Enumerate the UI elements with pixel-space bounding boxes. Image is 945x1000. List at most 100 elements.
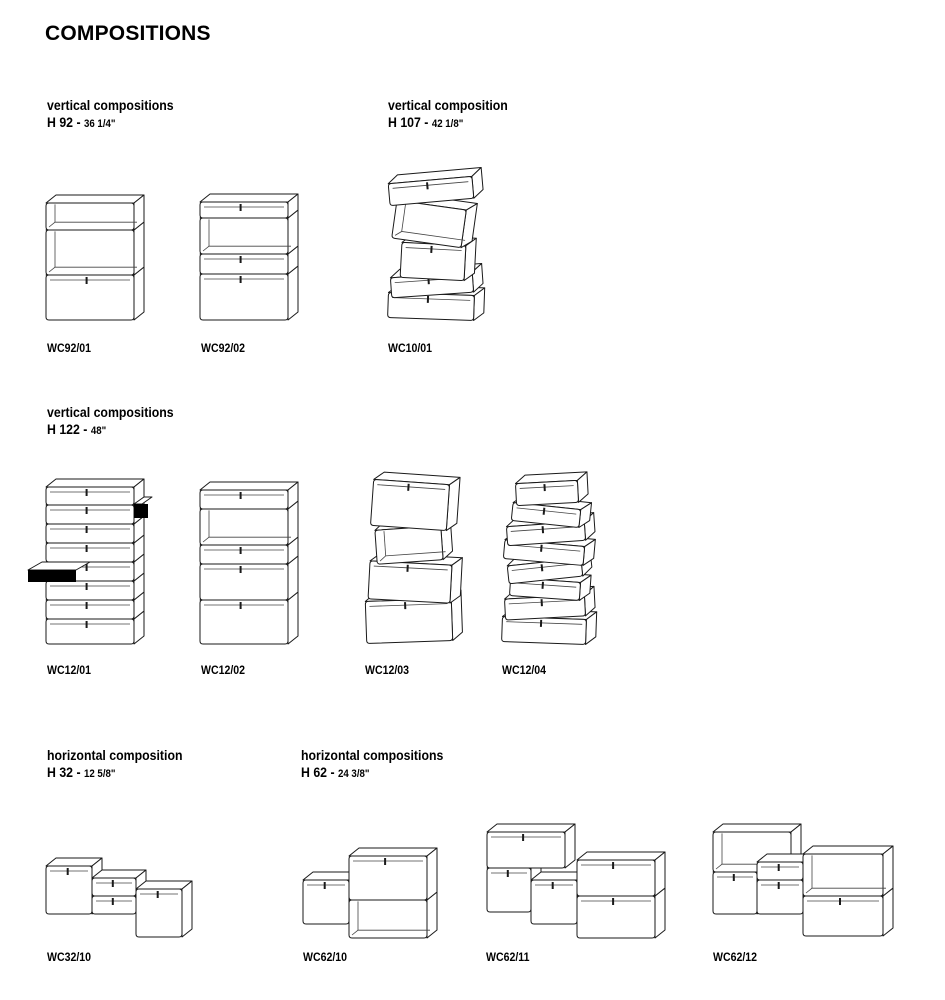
module-front (515, 480, 579, 506)
drawer-handle (239, 276, 242, 283)
drawer-handle (541, 526, 545, 534)
module-front (370, 479, 450, 531)
drawer-edge (506, 621, 583, 625)
drawer-handle (85, 277, 88, 284)
group-label: vertical composition (388, 97, 508, 113)
module-side (287, 265, 299, 321)
module-front (756, 861, 804, 881)
open-module (45, 194, 145, 231)
drawer-handle (85, 602, 88, 609)
module-front (486, 867, 532, 913)
shelf-interior (401, 202, 407, 232)
module-front (576, 859, 656, 897)
module-front (45, 202, 135, 231)
open-drawer-right (133, 496, 153, 518)
drawer-handle (111, 880, 114, 887)
drawer-handle (406, 564, 409, 572)
module-side (654, 887, 666, 939)
drawer-edge (405, 247, 462, 251)
drawer-handle (407, 483, 410, 491)
height-cm: H 62 - (301, 764, 338, 780)
module-front (199, 563, 289, 601)
drawer-handle (542, 507, 546, 515)
height-inch: 12 5/8" (83, 768, 116, 780)
module-top (802, 845, 894, 855)
module-front (199, 253, 289, 275)
composition-code: WC92/02 (201, 341, 246, 355)
drawer-handle (612, 898, 615, 905)
module-front (387, 176, 475, 206)
drawer-handle (66, 868, 69, 875)
module-front (45, 523, 135, 544)
module-front (199, 201, 289, 219)
composition-wc92-02 (199, 193, 299, 321)
module-front (45, 599, 135, 620)
drawer-handle (430, 245, 433, 253)
drawer-handle (111, 898, 114, 905)
composition-code: WC12/04 (502, 663, 547, 677)
module-front (530, 879, 578, 925)
group-height: H 122 - 48" (47, 421, 174, 440)
module-front (45, 486, 135, 506)
drawer-handle (323, 882, 326, 889)
module-front (45, 542, 135, 563)
group-height: H 32 - 12 5/8" (47, 764, 183, 783)
module-front (348, 899, 428, 939)
module-front (199, 599, 289, 645)
height-cm: H 107 - (388, 114, 432, 130)
drawer-handle (85, 564, 88, 571)
drawer-handle (540, 599, 543, 607)
module-front (486, 831, 566, 869)
module-front (45, 865, 93, 915)
height-cm: H 92 - (47, 114, 84, 130)
composition-wc92-01 (45, 194, 145, 321)
drawer-handle (156, 891, 159, 898)
composition-code: WC62/11 (486, 950, 530, 964)
drawer-module (576, 851, 666, 897)
composition-wc62-11 (486, 823, 666, 939)
drawer-module (199, 193, 299, 219)
drawer-handle (404, 602, 407, 610)
composition-wc12-02 (199, 481, 299, 645)
module-top (199, 193, 299, 203)
drawer-module (514, 471, 589, 506)
drawer-handle (506, 870, 509, 877)
drawer-handle (540, 544, 543, 552)
module-front (45, 580, 135, 601)
module-side (654, 851, 666, 897)
drawer-handle (384, 858, 387, 865)
drawer-edge (516, 507, 577, 515)
drawer-edge (369, 603, 448, 607)
module-side (287, 591, 299, 645)
drawer-handle (777, 882, 780, 889)
group-heading-h62: horizontal compositions H 62 - 24 3/8" (301, 747, 463, 783)
group-heading-h107: vertical composition H 107 - 42 1/8" (388, 97, 524, 133)
module-front (399, 242, 467, 281)
drawer-handle (239, 547, 242, 554)
module-top (45, 194, 145, 204)
drawer-handle (777, 864, 780, 871)
module-front (367, 560, 453, 604)
composition-code: WC10/01 (388, 341, 433, 355)
drawer-front (28, 570, 76, 582)
shelf-interior (383, 531, 387, 556)
drawer-handle (85, 583, 88, 590)
drawer-handle (732, 874, 735, 881)
drawer-module (370, 471, 461, 532)
module-front (199, 273, 289, 321)
module-top (576, 851, 666, 861)
drawer-handle (85, 526, 88, 533)
drawer-edge (377, 484, 446, 490)
drawer-handle (85, 621, 88, 628)
module-side (181, 880, 193, 938)
composition-wc32-10 (45, 857, 193, 938)
drawer-edge (373, 565, 448, 571)
module-front (91, 895, 137, 915)
module-side (133, 266, 145, 321)
module-front (45, 274, 135, 321)
drawer-module (387, 167, 484, 206)
drawer-front (134, 504, 148, 518)
composition-code: WC12/01 (47, 663, 92, 677)
drawer-edge (511, 563, 578, 571)
